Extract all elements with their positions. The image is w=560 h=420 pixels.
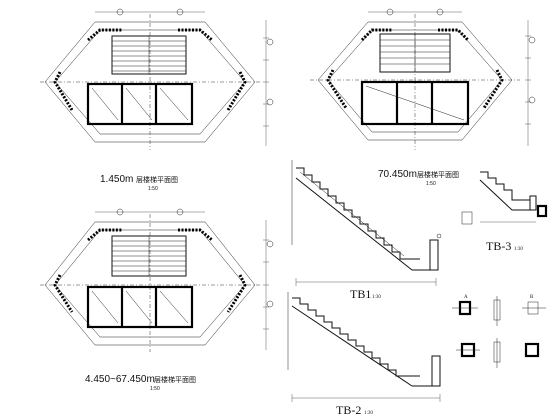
stair-section-tb2 (287, 292, 441, 402)
plan-1-caption-cjk: 层楼梯平面图 (136, 175, 178, 184)
stair-plan-3 (40, 208, 274, 352)
tb2-label: TB-2 (336, 403, 361, 417)
stair-section-tb1 (291, 160, 442, 286)
plan-2-scale: 1:50 (426, 181, 436, 187)
detail-mark-b: B (530, 295, 534, 300)
plan-2-caption-cjk: 层楼梯平面图 (417, 170, 459, 179)
tb2-scale: 1:30 (364, 411, 373, 416)
detail-mark-a: A (464, 295, 468, 300)
stair-plan-2 (310, 8, 536, 150)
plan-3-caption-num: 4.450~67.450m (85, 374, 155, 385)
plan-3-scale: 1:50 (150, 386, 160, 392)
tb3-scale: 1:30 (514, 247, 523, 252)
tb1-label: TB1 (350, 287, 371, 301)
plan-3-caption-cjk: 层楼梯平面图 (154, 375, 196, 384)
plan-1-scale: 1:50 (148, 186, 158, 192)
stair-plan-1 (40, 8, 274, 150)
tb3-label: TB-3 (486, 239, 511, 253)
plan-2-caption-num: 70.450m (378, 169, 417, 180)
plan-1-caption-num: 1.450m (100, 174, 133, 185)
tb1-scale: 1:30 (372, 295, 381, 300)
detail-sections (452, 296, 546, 368)
stair-section-tb3 (461, 171, 548, 225)
